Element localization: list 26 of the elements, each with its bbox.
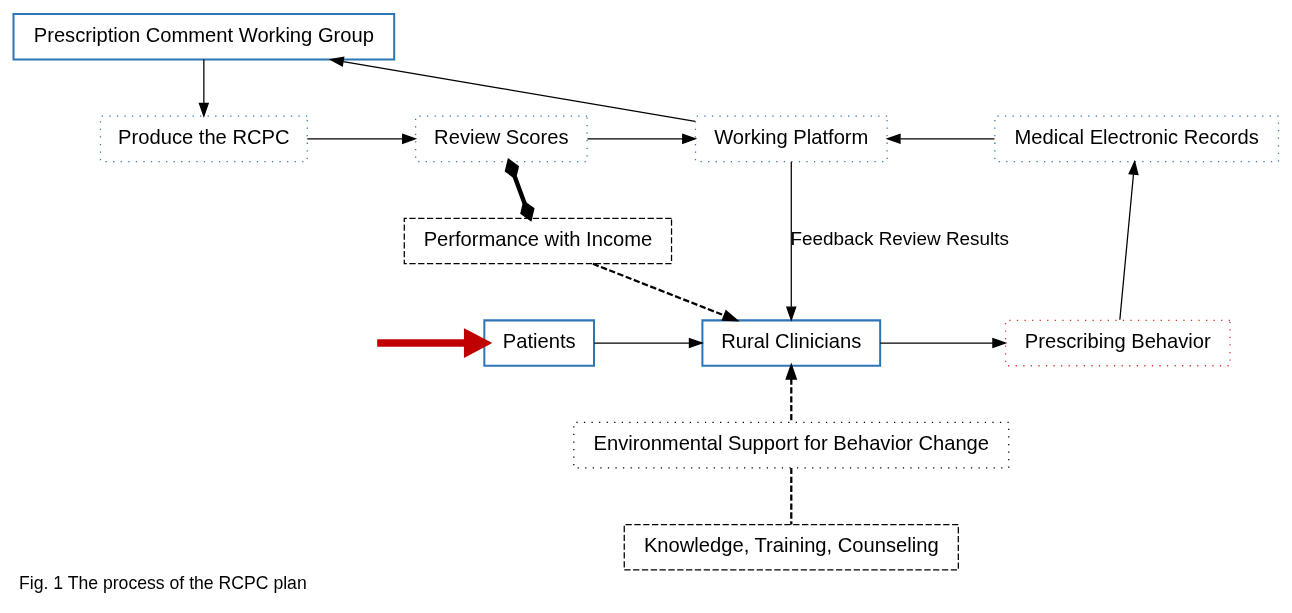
edge-label: Feedback Review Results bbox=[790, 228, 1009, 250]
arrow bbox=[592, 262, 740, 322]
node-box: Produce the RCPC bbox=[99, 115, 308, 163]
node-box: Performance with Income bbox=[403, 217, 673, 265]
node-box: Prescribing Behavior bbox=[1004, 319, 1231, 367]
node-box: Environmental Support for Behavior Change bbox=[573, 421, 1010, 469]
arrow bbox=[328, 56, 696, 122]
arrow bbox=[786, 161, 797, 322]
node-box: Medical Electronic Records bbox=[994, 115, 1280, 163]
arrow bbox=[586, 133, 698, 145]
node-box: Knowledge, Training, Counseling bbox=[623, 523, 959, 571]
node-box: Prescription Comment Working Group bbox=[12, 13, 396, 61]
caption: Fig. 1 The process of the RCPC plan bbox=[19, 573, 307, 594]
node-box: Review Scores bbox=[415, 115, 588, 163]
node-box: Patients bbox=[483, 319, 595, 367]
arrow bbox=[306, 133, 418, 145]
connector bbox=[504, 157, 535, 222]
arrow bbox=[785, 362, 798, 423]
arrow bbox=[885, 133, 996, 145]
node-box: Working Platform bbox=[694, 115, 888, 163]
connector bbox=[790, 468, 793, 525]
node-box: Rural Clinicians bbox=[701, 319, 882, 367]
arrow bbox=[198, 58, 210, 118]
arrow bbox=[593, 337, 704, 349]
arrow bbox=[879, 337, 1008, 349]
arrow bbox=[1119, 159, 1139, 321]
